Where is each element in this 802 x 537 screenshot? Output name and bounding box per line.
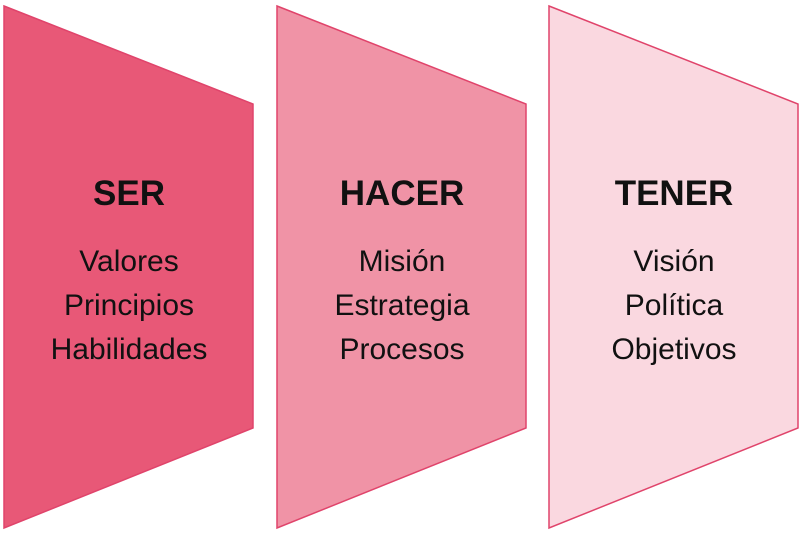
panel-hacer-title: HACER xyxy=(339,174,465,213)
panel-hacer-items: Misión Estrategia Procesos xyxy=(277,240,527,372)
panel-hacer: HACER Misión Estrategia Procesos xyxy=(277,0,527,532)
panel-tener-shape xyxy=(548,4,799,530)
panel-ser-shape xyxy=(3,4,254,530)
panel-tener-item: Política xyxy=(624,289,724,322)
panel-ser-item: Principios xyxy=(63,289,195,322)
panel-tener: TENER Visión Política Objetivos xyxy=(549,0,799,532)
panel-ser: SER Valores Principios Habilidades xyxy=(4,0,254,532)
panel-tener-item: Visión xyxy=(633,245,715,278)
panel-tener-items: Visión Política Objetivos xyxy=(549,240,799,372)
panel-ser-items: Valores Principios Habilidades xyxy=(4,240,254,372)
panel-hacer-item: Procesos xyxy=(339,333,465,366)
panel-ser-title: SER xyxy=(93,174,165,213)
panel-hacer-item: Estrategia xyxy=(334,289,470,322)
panel-tener-item: Objetivos xyxy=(611,333,737,366)
panel-ser-item: Valores xyxy=(79,245,179,278)
panel-hacer-shape xyxy=(276,4,527,530)
panel-tener-title: TENER xyxy=(614,174,734,213)
panel-ser-item: Habilidades xyxy=(50,333,208,366)
panel-hacer-item: Misión xyxy=(358,245,446,278)
